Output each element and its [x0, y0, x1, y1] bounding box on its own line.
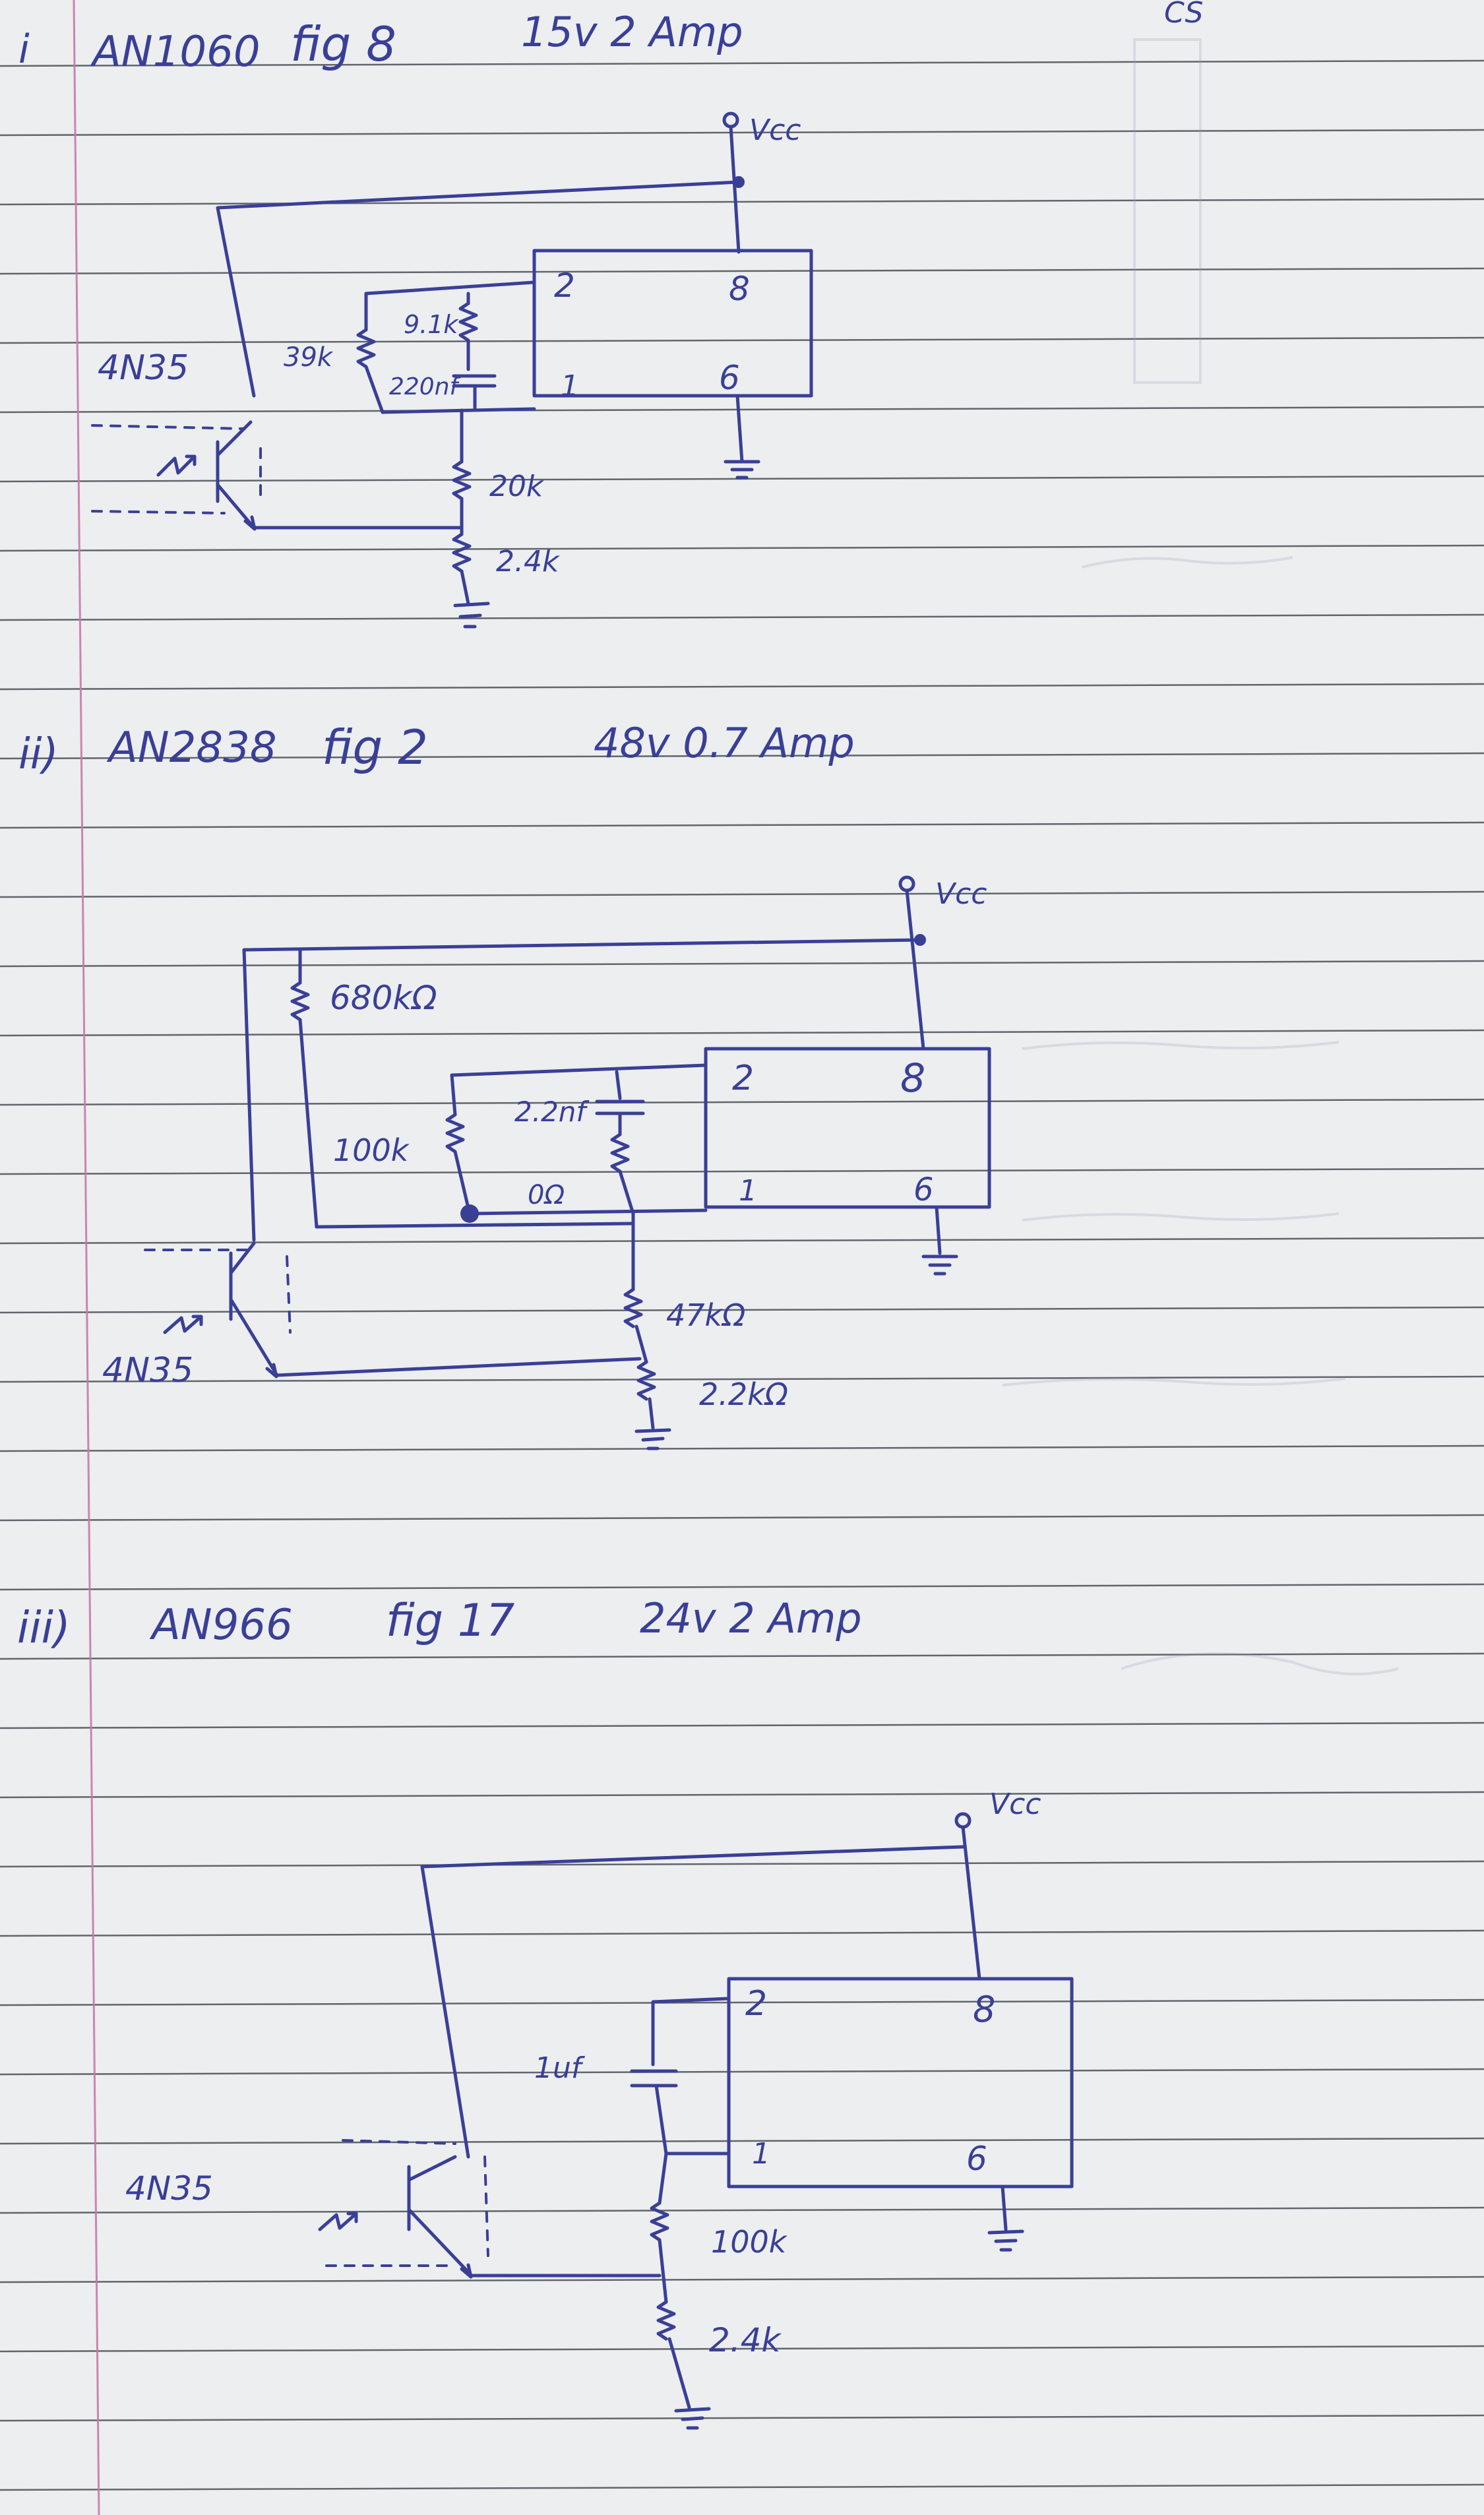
label-2-2nf: 2.2nf: [514, 1096, 590, 1128]
resistor-0ohm: [610, 1133, 630, 1173]
corner-text: CS: [1164, 0, 1203, 30]
vcc-terminal: [722, 111, 739, 129]
figure-label: fig 17: [386, 1595, 514, 1647]
ic-pin-6: 6: [719, 359, 740, 397]
rating-label: 48v 0.7 Amp: [594, 719, 855, 767]
figure-label: fig 2: [322, 720, 428, 775]
label-2-2k: 2.2kΩ: [699, 1377, 788, 1412]
appnote-title: AN966: [149, 1601, 293, 1650]
label-100k: 100k: [711, 2224, 788, 2260]
ic-pin-1: 1: [739, 1174, 757, 1208]
resistor-100k: [445, 1113, 465, 1154]
label-0ohm: 0Ω: [528, 1180, 565, 1210]
label-39k: 39k: [284, 342, 334, 373]
resistor-680k: [290, 981, 310, 1022]
circuit-number: iii): [17, 1602, 71, 1653]
vcc-label: Vcc: [989, 1787, 1041, 1821]
resistor-2-4k: [452, 532, 472, 573]
circuit-number: i: [18, 26, 30, 73]
ic-pin-8: 8: [973, 1989, 995, 2030]
vcc-label: Vcc: [935, 877, 987, 911]
ic-package: [727, 1977, 1074, 2189]
label-1uf: 1uf: [534, 2051, 586, 2085]
ic-pin-2: 2: [732, 1059, 754, 1098]
ruled-lines: [0, 59, 1484, 2491]
rating-label: 24v 2 Amp: [640, 1594, 862, 1642]
figure-label: fig 8: [290, 16, 396, 72]
optocoupler-label: 4N35: [102, 1351, 193, 1390]
ic-pin-2: 2: [745, 1984, 767, 2024]
ic-pin-8: 8: [900, 1055, 925, 1102]
ic-pin-1: 1: [561, 369, 579, 403]
label-20k: 20k: [489, 470, 544, 503]
resistor-39k: [356, 328, 376, 369]
light-arrow-icon: [163, 1315, 203, 1334]
vcc-terminal: [954, 1812, 972, 1829]
ic-pin-2: 2: [554, 266, 575, 305]
resistor-20k: [452, 460, 472, 501]
label-680k: 680kΩ: [330, 979, 437, 1017]
ic-package: [532, 249, 813, 398]
vcc-terminal: [898, 875, 915, 892]
appnote-title: AN1060: [90, 28, 261, 77]
circuit-i: i AN1060 fig 8 15v 2 Amp Vcc 2 8 1 6 39k…: [18, 8, 813, 629]
label-2-4k: 2.4k: [709, 2321, 782, 2359]
resistor-2-2k: [636, 1360, 656, 1401]
vcc-label: Vcc: [749, 113, 801, 147]
circuit-iii: iii) AN966 fig 17 24v 2 Amp Vcc 2 8 1 6 …: [17, 1594, 1074, 2430]
label-47k: 47kΩ: [666, 1297, 745, 1333]
ic-pin-6: 6: [913, 1171, 934, 1208]
label-9-1k: 9.1k: [404, 310, 459, 339]
resistor-47k: [623, 1288, 643, 1328]
ic-package: [704, 1047, 991, 1209]
show-through-marks: [1002, 38, 1399, 1675]
ic-pin-6: 6: [966, 2140, 987, 2178]
circuit-number: ii): [18, 730, 59, 779]
ic-pin-1: 1: [752, 2137, 770, 2171]
optocoupler-label: 4N35: [125, 2169, 213, 2208]
ic-pin-8: 8: [729, 270, 750, 308]
resistor-2-4k: [656, 2300, 676, 2341]
resistor-100k: [650, 2201, 669, 2242]
margin-line: [73, 0, 100, 2515]
optocoupler-label: 4N35: [98, 348, 189, 388]
rating-label: 15v 2 Amp: [521, 8, 743, 56]
label-220nf: 220nf: [389, 373, 462, 400]
label-2-4k: 2.4k: [496, 545, 560, 578]
resistor-9-1k: [458, 301, 478, 342]
appnote-title: AN2838: [106, 724, 277, 772]
light-arrow-icon: [156, 454, 197, 477]
light-arrow-icon: [318, 2212, 358, 2231]
label-100k: 100k: [333, 1133, 410, 1168]
circuit-ii: ii) AN2838 fig 2 48v 0.7 Amp Vcc 680kΩ 2…: [18, 719, 991, 1450]
